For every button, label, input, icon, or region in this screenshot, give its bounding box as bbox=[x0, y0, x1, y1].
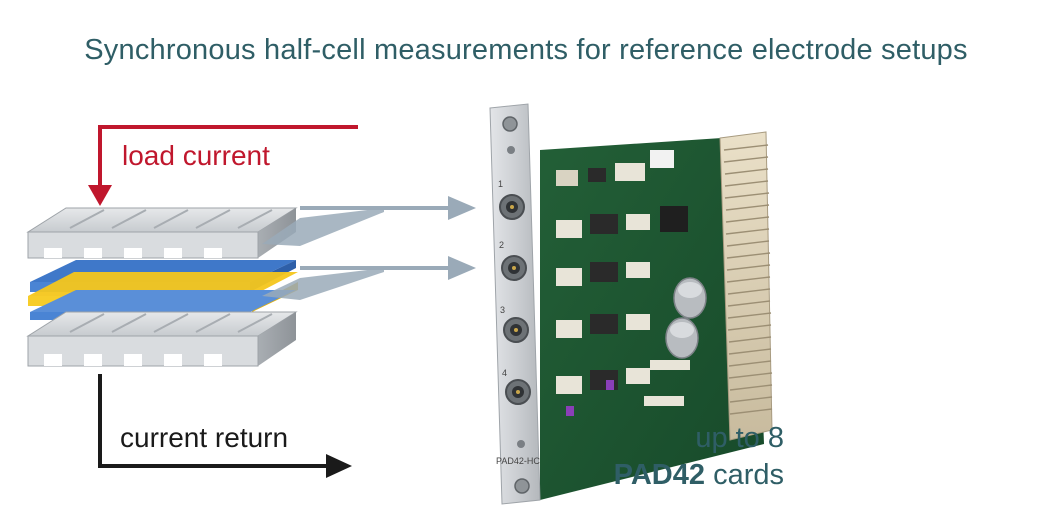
port-number-2: 2 bbox=[499, 240, 504, 250]
current-return-arrow bbox=[98, 374, 352, 478]
connector-pins bbox=[723, 144, 773, 415]
top-led-icon bbox=[507, 146, 515, 154]
electrode-assembly bbox=[28, 260, 298, 320]
bottom-screw-icon bbox=[514, 478, 530, 494]
up-to-label: up to 8 bbox=[695, 422, 784, 454]
cards-label-bold: PAD42 bbox=[614, 459, 705, 491]
input-connector-4 bbox=[505, 379, 531, 405]
cards-label: PAD42 cards bbox=[614, 459, 784, 491]
input-connector-3 bbox=[503, 317, 529, 343]
half-cell-connection-2 bbox=[262, 256, 476, 300]
current-return-label: current return bbox=[120, 422, 288, 453]
input-connector-2 bbox=[501, 255, 527, 281]
cell-stack bbox=[26, 207, 298, 367]
card-model-label: PAD42-HC bbox=[496, 456, 540, 466]
page-title: Synchronous half-cell measurements for r… bbox=[84, 34, 968, 66]
input-connector-1 bbox=[499, 194, 525, 220]
load-current-label: load current bbox=[122, 140, 270, 171]
top-screw-icon bbox=[502, 116, 518, 132]
half-cell-connection-1 bbox=[262, 196, 476, 246]
port-number-1: 1 bbox=[498, 179, 503, 189]
lower-current-collector bbox=[26, 311, 298, 367]
front-panel bbox=[489, 103, 541, 505]
bottom-led-icon bbox=[517, 440, 525, 448]
cards-label-rest: cards bbox=[705, 459, 784, 491]
upper-current-collector bbox=[26, 207, 298, 259]
port-number-3: 3 bbox=[500, 305, 505, 315]
port-number-4: 4 bbox=[502, 368, 507, 378]
pad42-card: 1 2 3 4 PAD42-HC bbox=[489, 103, 773, 505]
pcb-components bbox=[556, 150, 707, 416]
load-current-arrow bbox=[88, 125, 358, 206]
